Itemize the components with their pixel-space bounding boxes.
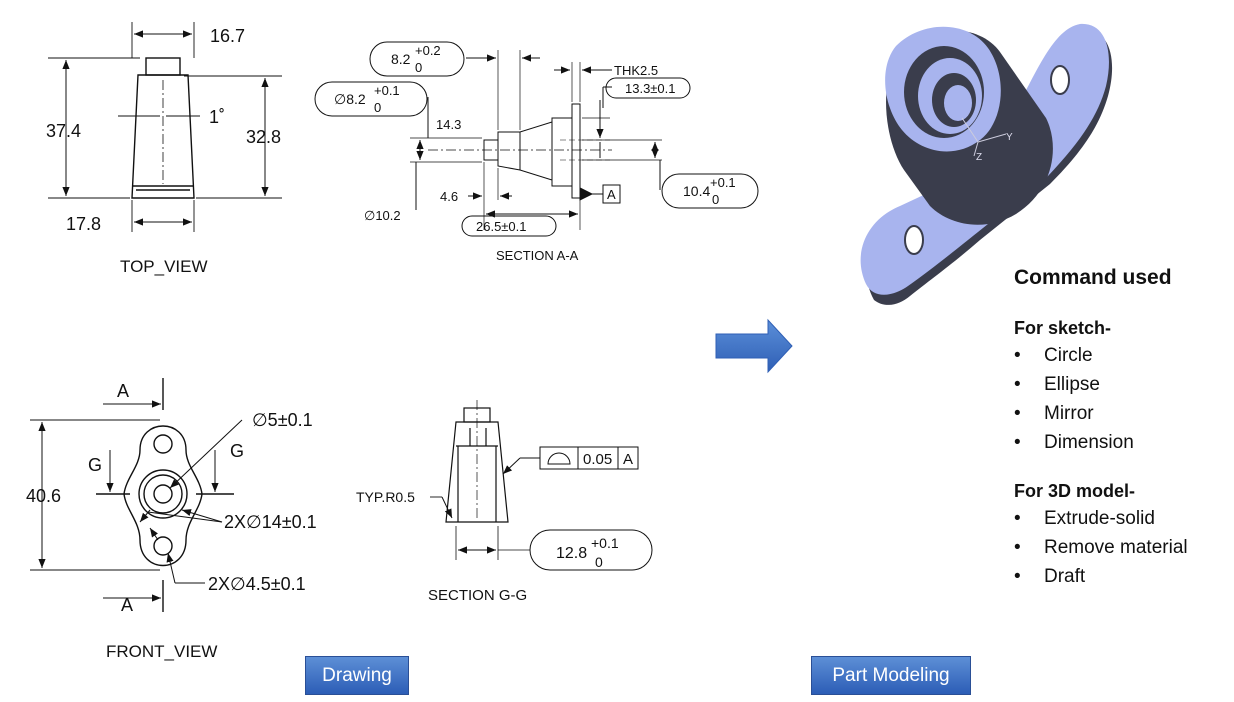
list-item: Mirror bbox=[1014, 399, 1229, 428]
section-gg-dim-12-8-tol-lower: 0 bbox=[595, 554, 603, 570]
right-arrow-icon bbox=[715, 318, 793, 374]
section-aa-dim-26-5: 26.5±0.1 bbox=[476, 219, 527, 234]
list-item: Ellipse bbox=[1014, 370, 1229, 399]
section-aa-dim-dia-10-2: ∅10.2 bbox=[364, 208, 401, 223]
top-view-dim-17-8: 17.8 bbox=[66, 214, 101, 234]
section-aa-dim-8-2-tol-upper: +0.2 bbox=[415, 43, 441, 58]
front-view-label-g-right: G bbox=[230, 441, 244, 461]
section-aa-dim-10-4: 10.4 bbox=[683, 183, 710, 199]
section-aa-datum-a: A bbox=[607, 187, 616, 202]
sketch-heading: For sketch- bbox=[1014, 318, 1112, 338]
section-aa-dim-4-6: 4.6 bbox=[440, 189, 458, 204]
section-aa-dim-8-2: 8.2 bbox=[391, 51, 411, 67]
front-view-label-g-left: G bbox=[88, 455, 102, 475]
section-aa-dim-10-4-tol-upper: +0.1 bbox=[710, 175, 736, 190]
section-aa-thk: THK2.5 bbox=[614, 63, 658, 78]
front-view bbox=[30, 378, 243, 612]
section-gg-typ-radius: TYP.R0.5 bbox=[356, 489, 415, 505]
sketch-command-list: Circle Ellipse Mirror Dimension bbox=[1014, 341, 1229, 457]
list-item: Extrude-solid bbox=[1014, 504, 1229, 533]
front-view-dim-40-6: 40.6 bbox=[26, 486, 61, 506]
section-gg-dim-12-8-tol-upper: +0.1 bbox=[591, 535, 619, 551]
section-gg bbox=[430, 400, 653, 571]
top-view-dim-32-8: 32.8 bbox=[246, 127, 281, 147]
top-view bbox=[48, 22, 282, 232]
section-gg-title: SECTION G-G bbox=[428, 587, 527, 604]
top-view-draft-angle: 1˚ bbox=[209, 107, 225, 127]
section-aa-dim-dia-8-2: ∅8.2 bbox=[334, 91, 366, 107]
top-view-dim-16-7: 16.7 bbox=[210, 26, 245, 46]
list-item: Dimension bbox=[1014, 428, 1229, 457]
section-aa bbox=[314, 41, 759, 237]
section-aa-dim-10-4-tol-lower: 0 bbox=[712, 192, 719, 207]
front-view-label-a-top: A bbox=[117, 381, 129, 401]
commands-heading: Command used bbox=[1014, 266, 1172, 289]
model-heading: For 3D model- bbox=[1014, 481, 1136, 501]
top-view-dim-37-4: 37.4 bbox=[46, 121, 81, 141]
section-gg-profile-tolerance: 0.05 bbox=[583, 451, 612, 468]
model-command-list: Extrude-solid Remove material Draft bbox=[1014, 504, 1229, 591]
commands-panel: Command used For sketch- Circle Ellipse … bbox=[1014, 266, 1229, 615]
list-item: Draft bbox=[1014, 562, 1229, 591]
section-aa-dim-dia-8-2-tol-lower: 0 bbox=[374, 100, 381, 115]
list-item: Circle bbox=[1014, 341, 1229, 370]
drawing-button[interactable]: Drawing bbox=[305, 656, 409, 695]
model-axis-y: Y bbox=[1006, 132, 1013, 143]
front-view-dim-dia-5: ∅5±0.1 bbox=[252, 410, 313, 430]
front-view-dim-2x-dia-4-5: 2X∅4.5±0.1 bbox=[208, 574, 306, 594]
section-aa-dim-14-3: 14.3 bbox=[436, 117, 461, 132]
section-gg-dim-12-8: 12.8 bbox=[556, 545, 587, 562]
model-axis-z: Z bbox=[976, 152, 982, 163]
part-3d-model bbox=[860, 23, 1113, 305]
top-view-title: TOP_VIEW bbox=[120, 257, 208, 276]
list-item: Remove material bbox=[1014, 533, 1229, 562]
section-aa-dim-8-2-tol-lower: 0 bbox=[415, 60, 422, 75]
section-aa-dim-13-3: 13.3±0.1 bbox=[625, 81, 676, 96]
front-view-dim-2x-dia-14: 2X∅14±0.1 bbox=[224, 512, 317, 532]
section-aa-title: SECTION A-A bbox=[496, 248, 579, 263]
part-modeling-button[interactable]: Part Modeling bbox=[811, 656, 971, 695]
section-aa-dim-dia-8-2-tol-upper: +0.1 bbox=[374, 83, 400, 98]
front-view-label-a-bottom: A bbox=[121, 595, 133, 615]
front-view-title: FRONT_VIEW bbox=[106, 642, 217, 661]
section-gg-profile-datum: A bbox=[623, 451, 633, 468]
